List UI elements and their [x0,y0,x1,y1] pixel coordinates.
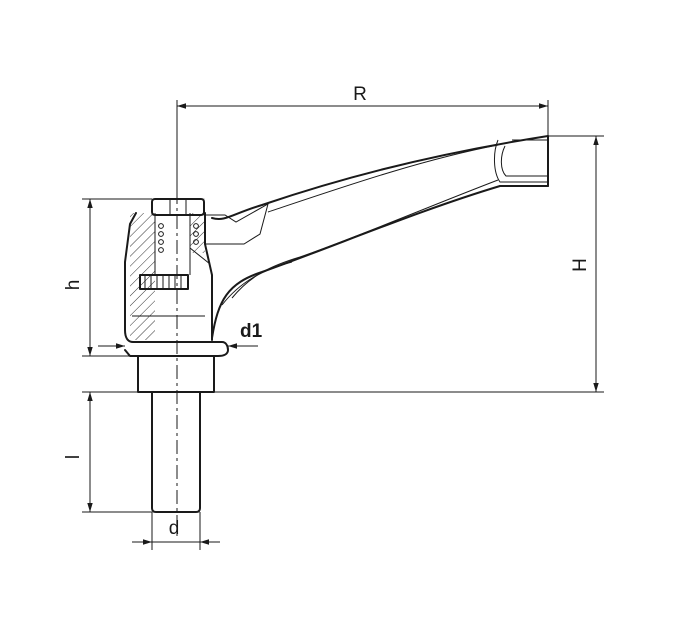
label-h-total: H [570,258,591,272]
dimension-h-hub: h [63,198,152,357]
dimension-r: R [176,84,549,199]
spring [158,223,199,253]
dimension-h-total: H [212,135,604,393]
label-l: l [63,455,84,459]
release-screw [151,198,205,253]
dimension-l: l [63,391,152,513]
lever-handle [204,135,549,339]
label-h-hub: h [63,280,84,291]
label-r: R [353,84,367,105]
serrated-bush [139,274,189,290]
dimension-d: d [132,512,220,550]
dimension-d1: d1 [98,321,263,349]
threaded-stud [137,355,215,513]
label-d: d [169,518,180,539]
label-d1: d1 [240,321,263,342]
